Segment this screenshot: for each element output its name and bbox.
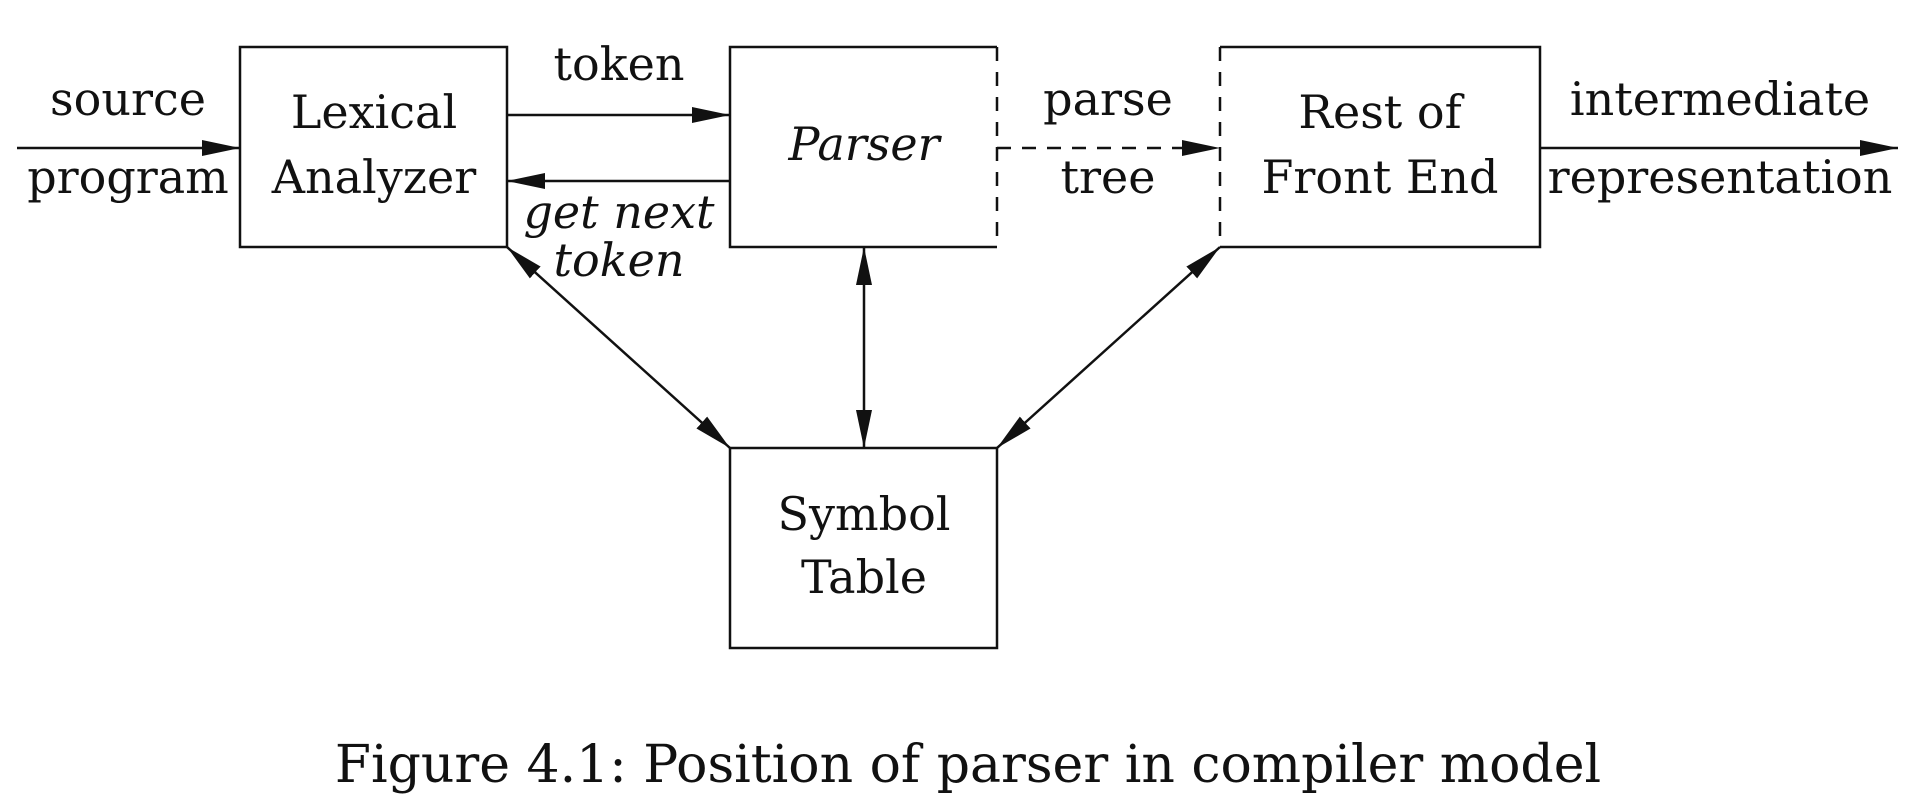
figure-caption: Figure 4.1: Position of parser in compil… bbox=[335, 735, 1601, 795]
token-label: token bbox=[554, 37, 685, 91]
parse-label: parse bbox=[1043, 72, 1173, 126]
parser-label: Parser bbox=[787, 117, 942, 171]
source-label: source bbox=[50, 72, 206, 126]
rest-symtab-arrow bbox=[996, 246, 1221, 449]
symtab-label-line2: Table bbox=[801, 550, 927, 604]
symtab-label-line1: Symbol bbox=[778, 487, 951, 541]
lexer-label-line1: Lexical bbox=[291, 85, 457, 139]
intermediate-label: intermediate bbox=[1570, 72, 1870, 126]
get-next-token-label: token bbox=[554, 233, 685, 287]
program-label: program bbox=[27, 150, 229, 204]
symbol-table-box bbox=[728, 446, 999, 650]
get-next-label: get next bbox=[523, 185, 715, 239]
lexer-label-line2: Analyzer bbox=[271, 150, 476, 204]
lexer-symtab-arrow bbox=[506, 246, 731, 449]
rest-label-line1: Rest of bbox=[1298, 85, 1464, 139]
rest-label-line2: Front End bbox=[1262, 150, 1499, 204]
tree-label: tree bbox=[1061, 150, 1156, 204]
representation-label: representation bbox=[1548, 150, 1893, 204]
lexical-analyzer-box bbox=[238, 45, 509, 249]
rest-of-front-end-box bbox=[1218, 45, 1542, 249]
